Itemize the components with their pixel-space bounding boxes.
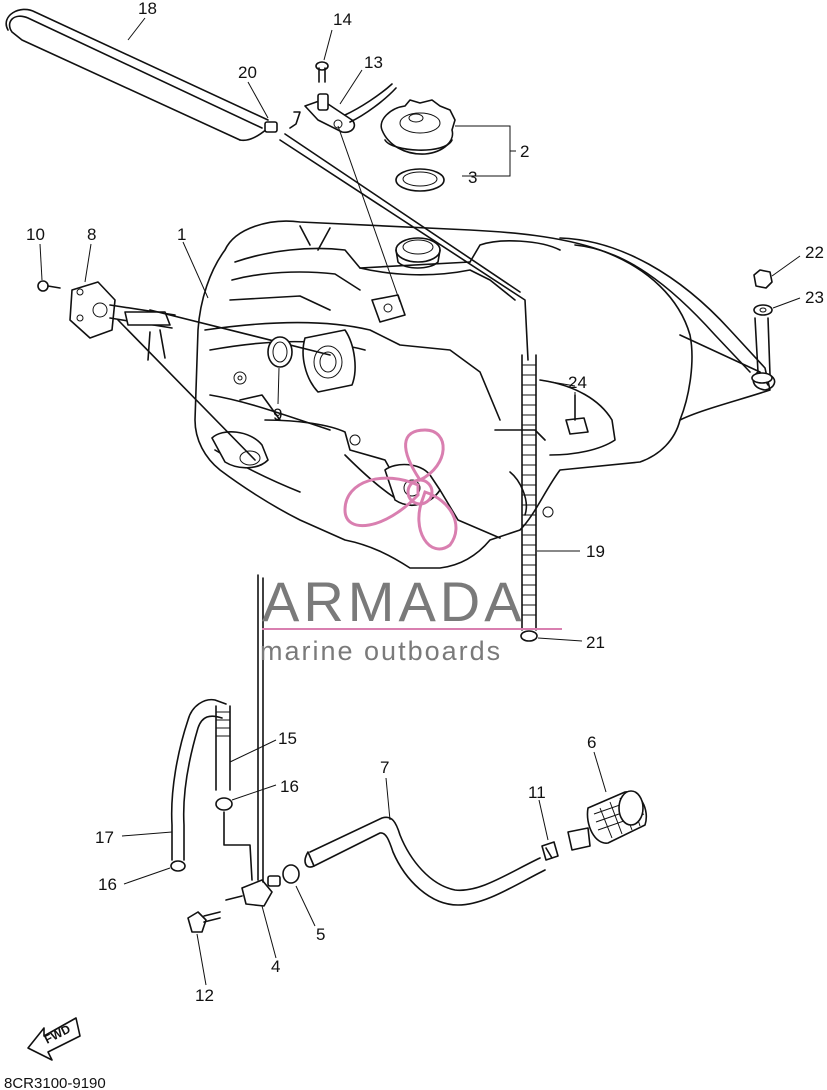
clamp-5 (282, 864, 300, 884)
hose-clip-11 (541, 841, 559, 861)
watermark-logo-mark (343, 428, 458, 551)
fuel-hose-7 (304, 816, 546, 906)
callout-16-upper: 16 (280, 777, 299, 796)
callout-11: 11 (528, 783, 546, 802)
bolt-14 (315, 61, 329, 83)
callout-10: 10 (26, 225, 45, 244)
callout-18: 18 (138, 0, 157, 18)
watermark-subtitle: marine outboards (260, 636, 502, 666)
callout-8: 8 (87, 225, 96, 244)
callout-9: 9 (273, 405, 282, 424)
fwd-arrow: FWD (27, 1017, 81, 1061)
vent-fitting (289, 83, 401, 303)
callout-14: 14 (333, 10, 352, 29)
callout-24: 24 (568, 373, 587, 392)
callout-15: 15 (278, 729, 297, 748)
vent-hose-19 (520, 354, 538, 642)
fuel-tank (194, 220, 776, 569)
nut-22 (753, 269, 773, 289)
callout-22: 22 (805, 243, 824, 262)
callout-21: 21 (586, 633, 605, 652)
callout-6: 6 (587, 733, 596, 752)
fuel-hose-17 (170, 698, 253, 881)
callout-13: 13 (364, 53, 383, 72)
callout-4: 4 (271, 957, 280, 976)
o-ring (267, 336, 293, 368)
leader-lines (39, 17, 801, 986)
callout-3: 3 (468, 168, 477, 187)
callout-16-lower: 16 (98, 875, 117, 894)
callout-23: 23 (805, 288, 824, 307)
watermark: ARMADA marine outboards (260, 428, 562, 666)
bolt-12 (187, 911, 221, 933)
callout-labels: 18 14 20 13 2 3 10 8 1 22 23 24 9 19 21 … (26, 0, 824, 1005)
callout-12: 12 (195, 986, 214, 1005)
washer-23 (753, 304, 773, 316)
cap-gasket (395, 168, 445, 192)
callout-1: 1 (177, 225, 186, 244)
callout-17: 17 (95, 828, 114, 847)
fuel-cap (380, 99, 456, 155)
fuel-gauge-sender (37, 280, 331, 461)
callout-20: 20 (238, 63, 257, 82)
callout-2: 2 (520, 142, 529, 161)
watermark-underline (262, 628, 562, 630)
callout-19: 19 (586, 542, 605, 561)
diagram-code: 8CR3100-9190 (4, 1075, 106, 1090)
callout-7: 7 (380, 758, 389, 777)
fuel-filter (567, 790, 647, 851)
watermark-title: ARMADA (262, 570, 526, 633)
callout-5: 5 (316, 925, 325, 944)
